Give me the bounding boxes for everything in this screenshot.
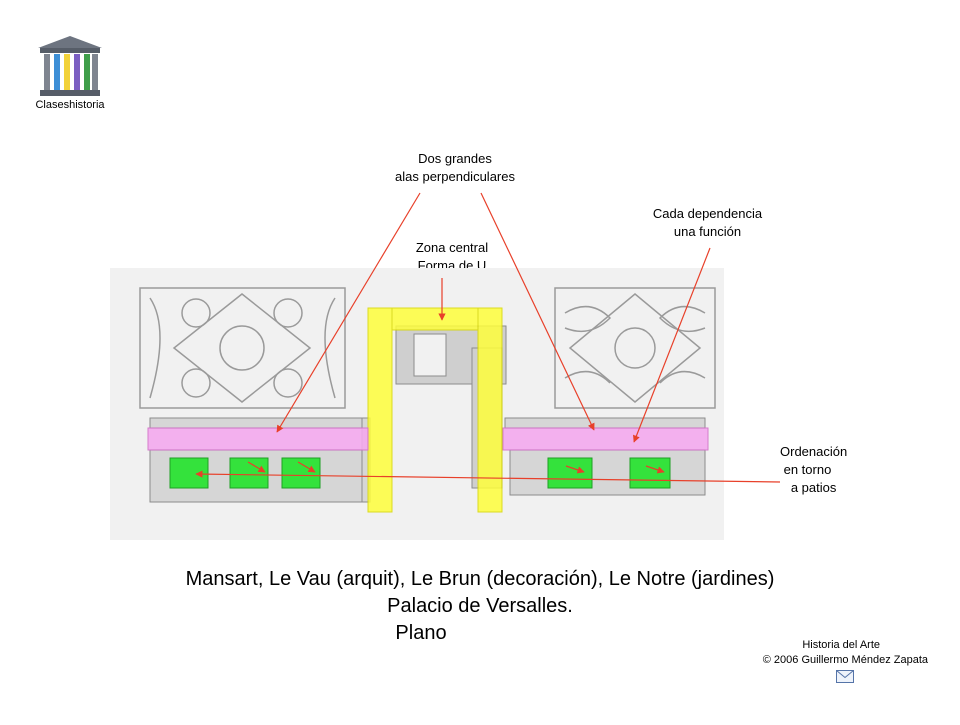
footer-credits: Historia del Arte © 2006 Guillermo Ménde… — [700, 638, 928, 668]
annotation-two-wings-line2: alas perpendiculares — [395, 169, 515, 184]
footer-course: Historia del Arte — [802, 639, 880, 651]
annotation-courtyards-line1: Ordenación — [780, 444, 848, 459]
caption-authors: Mansart, Le Vau (arquit), Le Brun (decor… — [185, 568, 775, 590]
annotation-two-wings: Dos grandes alas perpendiculares — [340, 150, 570, 186]
annotation-courtyards-line2: en torno — [780, 462, 832, 477]
temple-logo-icon — [36, 34, 104, 98]
footer-copyright: © 2006 Guillermo Méndez Zapata — [762, 654, 928, 666]
caption-title: Palacio de Versalles. — [387, 595, 573, 617]
versailles-floor-plan — [110, 268, 724, 540]
slide-caption: Mansart, Le Vau (arquit), Le Brun (decor… — [40, 566, 920, 647]
annotation-courtyards: Ordenación en torno a patios — [780, 443, 880, 497]
annotation-each-dependency-line1: Cada dependencia — [652, 206, 763, 221]
annotation-two-wings-line1: Dos grandes — [418, 151, 492, 166]
logo-label: Claseshistoria — [35, 99, 105, 111]
annotation-each-dependency-line2: una función — [673, 224, 742, 239]
annotation-central-zone-line1: Zona central — [415, 240, 489, 255]
envelope-icon[interactable] — [836, 670, 854, 683]
annotation-each-dependency: Cada dependencia una función — [620, 205, 795, 241]
annotation-courtyards-line3: a patios — [780, 480, 837, 495]
caption-subtitle: Plano — [395, 622, 447, 644]
